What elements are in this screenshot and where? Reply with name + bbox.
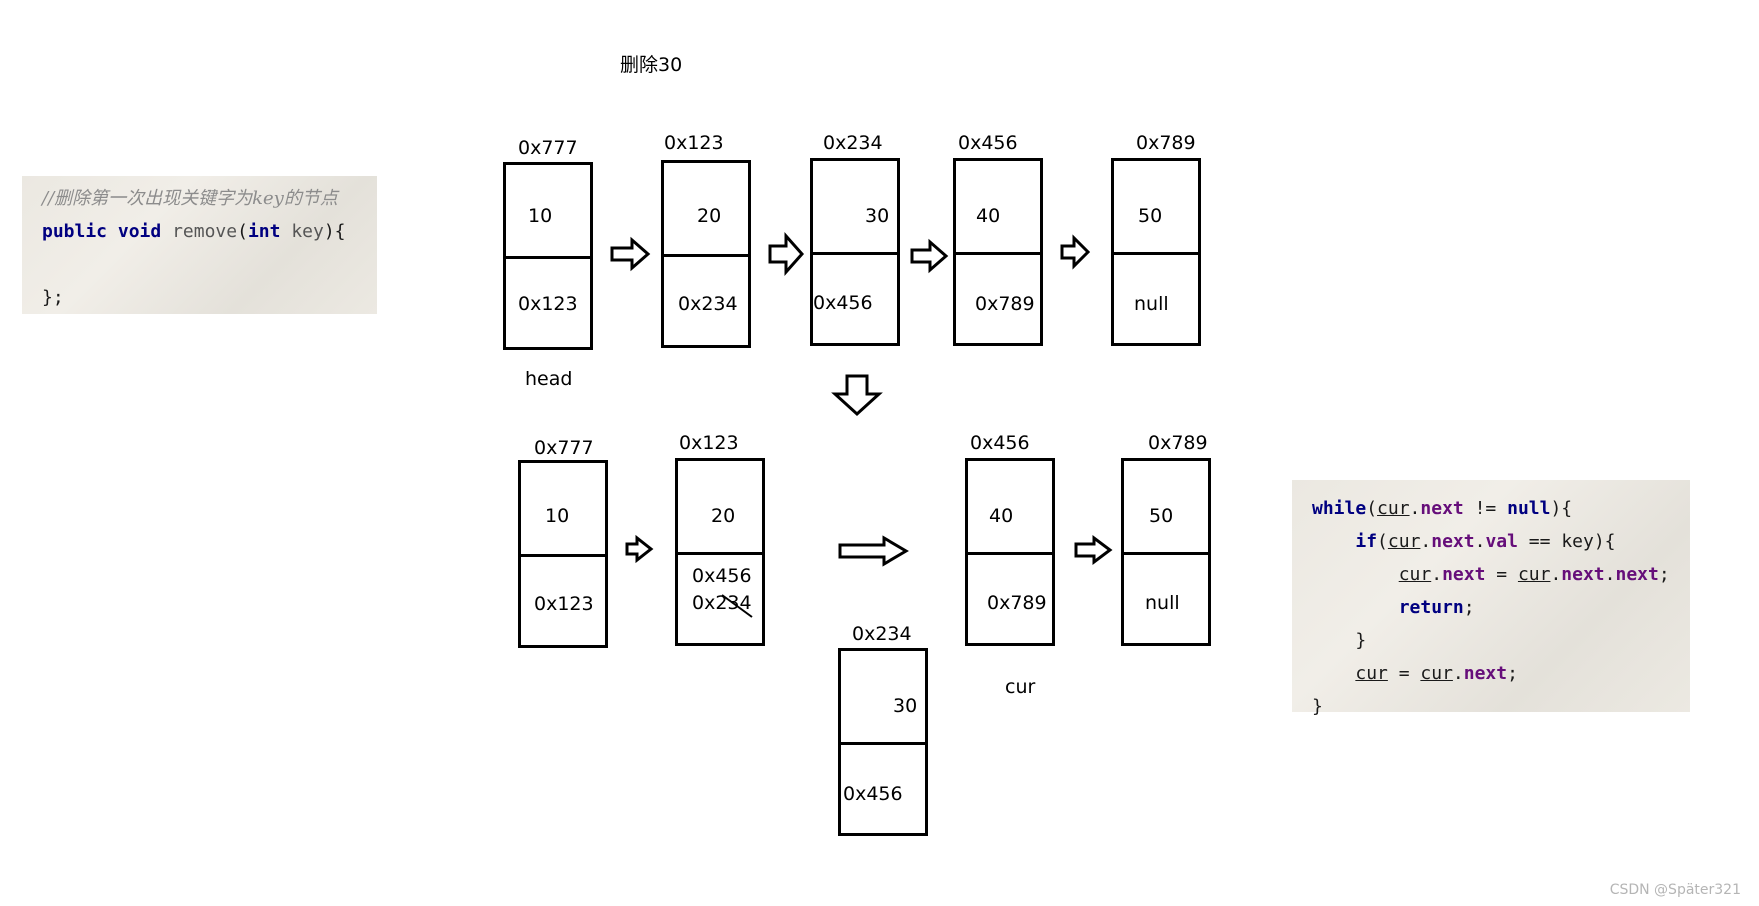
node-address: 0x123 [664,132,724,154]
node-value: 30 [865,205,890,227]
node-next-old: 0x234 [692,592,752,614]
node-divider [518,554,608,557]
node-value: 40 [976,205,1001,227]
diagram-title: 删除30 [620,54,683,76]
node-next: 0x456 [843,783,903,805]
node-divider [953,252,1043,255]
node-value: 20 [711,505,736,527]
code-snippet-signature: //删除第一次出现关键字为key的节点 public void remove(i… [22,176,377,314]
right-arrow-icon [625,534,654,564]
strike-mark [721,594,753,618]
node-address: 0x234 [852,623,912,645]
node-next: null [1134,293,1169,315]
list-node: 20 0x234 [661,160,751,348]
right-arrow-icon [1074,535,1113,565]
node-address: 0x456 [958,132,1018,154]
node-value: 10 [545,505,570,527]
node-divider [838,742,928,745]
cur-label: cur [1005,676,1036,698]
list-node: 10 0x123 [518,460,608,648]
list-node: 40 0x789 [953,158,1043,346]
node-value: 40 [989,505,1014,527]
node-value: 10 [528,205,553,227]
node-next-updated: 0x456 [692,565,752,587]
node-next: null [1145,592,1180,614]
list-node: 40 0x789 [965,458,1055,646]
node-divider [810,252,900,255]
node-address: 0x777 [534,437,594,459]
right-arrow-icon [768,232,805,276]
node-divider [1121,552,1211,555]
node-address: 0x777 [518,137,578,159]
node-value: 30 [893,695,918,717]
node-address: 0x456 [970,432,1030,454]
node-value: 50 [1138,205,1163,227]
node-divider [675,552,765,555]
down-arrow-icon [831,374,883,417]
list-node: 20 0x456 0x234 [675,458,765,646]
node-value: 20 [697,205,722,227]
node-next: 0x123 [534,593,594,615]
node-value: 50 [1149,505,1174,527]
node-next: 0x123 [518,293,578,315]
node-divider [1111,252,1201,255]
node-divider [661,254,751,257]
node-next: 0x789 [975,293,1035,315]
node-address: 0x123 [679,432,739,454]
right-arrow-icon [838,535,909,567]
list-node: 50 null [1111,158,1201,346]
node-next: 0x234 [678,293,738,315]
node-next: 0x456 [813,292,873,314]
code-snippet-loop: while(cur.next != null){ if(cur.next.val… [1292,480,1690,717]
node-address: 0x789 [1136,132,1196,154]
head-label: head [525,368,573,390]
removed-node: 30 0x456 [838,648,928,836]
right-arrow-icon [1060,234,1091,270]
list-node: 50 null [1121,458,1211,646]
watermark: CSDN @Später321 [1609,882,1741,898]
list-node: 10 0x123 [503,162,593,350]
right-arrow-icon [610,236,651,272]
node-divider [503,256,593,259]
code-comment: //删除第一次出现关键字为key的节点 [42,188,338,209]
list-node: 30 0x456 [810,158,900,346]
node-divider [965,552,1055,555]
right-arrow-icon [910,238,949,274]
node-next: 0x789 [987,592,1047,614]
node-address: 0x234 [823,132,883,154]
node-address: 0x789 [1148,432,1208,454]
